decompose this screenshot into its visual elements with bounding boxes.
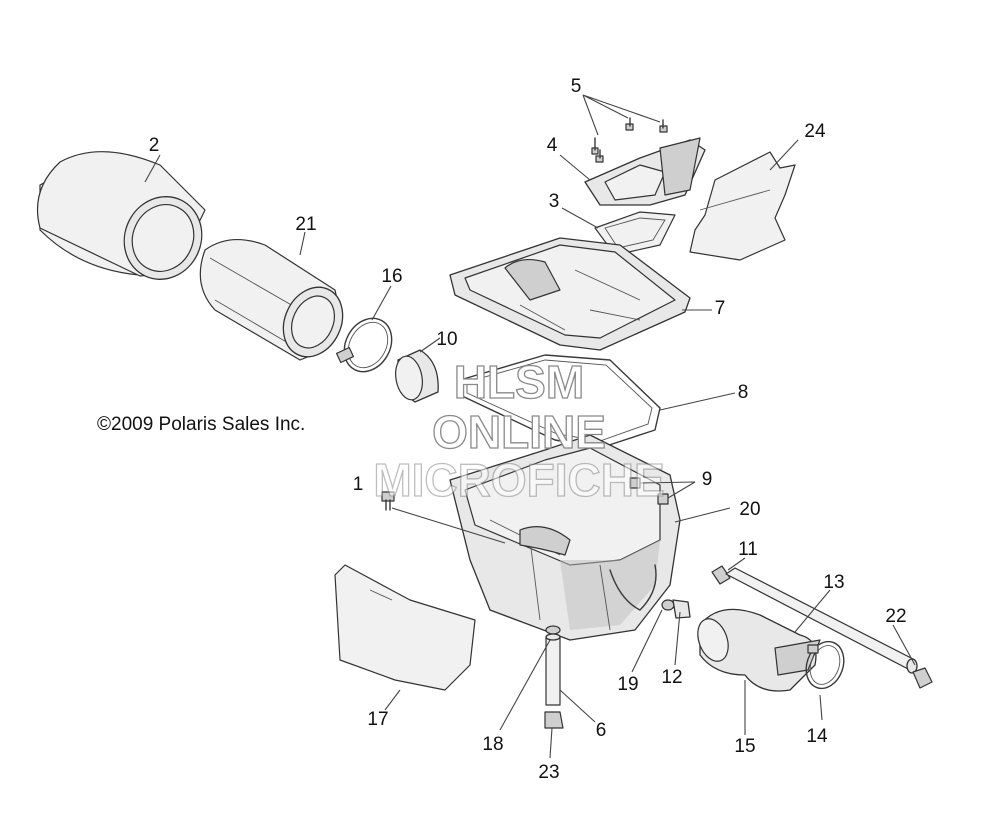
part-16-clamp xyxy=(335,317,393,373)
watermark-line-1: HLSM xyxy=(454,356,584,408)
callout-7: 7 xyxy=(715,298,726,319)
part-14-clamp xyxy=(805,640,845,690)
callout-22: 22 xyxy=(885,606,906,627)
part-4-cover-plate xyxy=(584,137,706,206)
leader-lines xyxy=(144,94,916,759)
part-1-bolt xyxy=(381,491,506,544)
part-23-plug xyxy=(544,711,564,729)
callout-10: 10 xyxy=(436,329,457,350)
part-11-fitting xyxy=(711,565,731,585)
callout-13: 13 xyxy=(823,572,844,593)
callout-20: 20 xyxy=(739,499,760,520)
callout-14: 14 xyxy=(806,726,828,747)
part-19-grommet xyxy=(661,599,675,611)
part-20-airbox-base xyxy=(449,434,681,641)
callout-23: 23 xyxy=(538,762,559,783)
callout-17: 17 xyxy=(367,709,388,730)
watermark-line-3: MICROFICHE xyxy=(373,454,664,506)
part-10-coupler xyxy=(395,349,439,403)
callout-4: 4 xyxy=(547,135,558,156)
callout-3: 3 xyxy=(549,191,560,212)
callout-24: 24 xyxy=(804,121,826,142)
part-13-tube xyxy=(725,567,918,674)
callout-labels: 2 21 16 10 5 4 3 24 7 8 9 20 1 11 13 22 … xyxy=(149,76,907,783)
callout-8: 8 xyxy=(738,382,749,403)
part-22-end-cap xyxy=(912,667,933,689)
part-12-plug xyxy=(672,599,691,619)
callout-19: 19 xyxy=(617,674,638,695)
callout-12: 12 xyxy=(661,667,682,688)
callout-2: 2 xyxy=(149,135,160,156)
callout-21: 21 xyxy=(295,214,316,235)
part-6-drain-hose xyxy=(545,633,561,706)
callout-9: 9 xyxy=(702,469,713,490)
watermark: HLSM ONLINE MICROFICHE xyxy=(373,355,666,506)
callout-18: 18 xyxy=(482,734,503,755)
copyright-text: ©2009 Polaris Sales Inc. xyxy=(97,414,305,435)
callout-6: 6 xyxy=(596,720,607,741)
part-5-screws xyxy=(591,117,668,163)
part-17-side-plate xyxy=(334,564,476,691)
callout-11: 11 xyxy=(738,539,758,560)
callout-16: 16 xyxy=(381,266,402,287)
part-7-airbox-lid xyxy=(449,237,691,351)
part-2-filter-cover xyxy=(36,151,206,280)
callout-5: 5 xyxy=(571,76,582,97)
part-18-drain-clamp xyxy=(545,625,561,635)
part-21-filter-element xyxy=(199,238,344,361)
part-15-intake-boot xyxy=(697,608,821,692)
callout-1: 1 xyxy=(353,474,364,495)
part-8-seal xyxy=(459,354,661,449)
part-24-pad xyxy=(689,151,796,261)
callout-15: 15 xyxy=(734,736,755,757)
watermark-line-2: ONLINE xyxy=(432,406,606,458)
